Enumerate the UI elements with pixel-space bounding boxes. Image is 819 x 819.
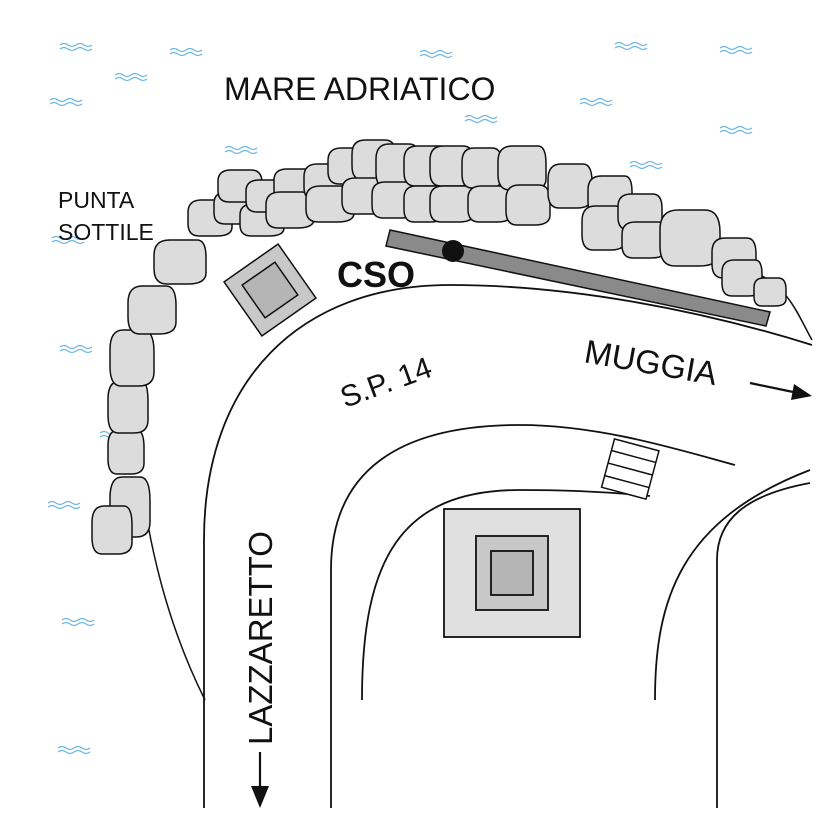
wave-icon xyxy=(114,72,148,78)
wave-icon xyxy=(169,51,203,57)
wave-icon xyxy=(614,45,648,51)
sea-label: MARE ADRIATICO xyxy=(224,71,495,107)
wave-icon xyxy=(47,500,81,506)
rock-block xyxy=(91,505,133,555)
building-square xyxy=(443,508,581,638)
pedestrian-crossing xyxy=(600,438,660,501)
wave-icon xyxy=(224,145,258,151)
building-punta xyxy=(222,242,318,338)
rock-block xyxy=(547,163,593,209)
point-label-line1: PUNTA xyxy=(58,187,135,213)
wave-icon xyxy=(114,76,148,82)
wave-icon xyxy=(719,125,753,131)
road-label: S.P. 14 xyxy=(336,351,436,414)
wave-icon xyxy=(629,164,663,170)
wave-icon xyxy=(719,49,753,55)
wave-icon xyxy=(464,114,498,120)
station-marker-icon xyxy=(442,240,464,262)
rock-block xyxy=(107,429,145,475)
wave-icon xyxy=(57,749,91,755)
wave-icon xyxy=(61,617,95,623)
wave-icon xyxy=(169,47,203,53)
outfall-pier xyxy=(385,229,771,327)
point-label-line2: SOTTILE xyxy=(58,219,154,245)
rock-block xyxy=(461,147,503,189)
direction-label-east: MUGGIA xyxy=(582,332,720,392)
rock-block xyxy=(505,184,551,226)
arrow-south-icon xyxy=(251,752,269,808)
station-label: CSO xyxy=(337,254,415,295)
rock-block xyxy=(109,329,155,387)
rock-block xyxy=(497,145,547,191)
direction-label-south: LAZZARETTO xyxy=(242,531,279,745)
wave-icon xyxy=(49,101,83,107)
wave-icon xyxy=(47,504,81,510)
rock-block xyxy=(753,277,787,307)
wave-icon xyxy=(464,118,498,124)
wave-icon xyxy=(51,235,85,241)
wave-icon xyxy=(61,621,95,627)
wave-icon xyxy=(59,46,93,52)
wave-icon xyxy=(579,97,613,103)
wave-icon xyxy=(49,97,83,103)
wave-icon xyxy=(59,42,93,48)
wave-icon xyxy=(719,129,753,135)
wave-icon xyxy=(629,160,663,166)
wave-icon xyxy=(614,41,648,47)
wave-icon xyxy=(59,348,93,354)
wave-icon xyxy=(419,49,453,55)
wave-icon xyxy=(419,53,453,59)
wave-icon xyxy=(719,45,753,51)
wave-icon xyxy=(57,745,91,751)
wave-icon xyxy=(59,344,93,350)
arrow-east-icon xyxy=(749,381,812,400)
road-sp14 xyxy=(203,284,813,808)
rock-block xyxy=(107,380,149,434)
rock-block xyxy=(153,239,207,285)
rock-block xyxy=(659,209,721,267)
wave-icon xyxy=(224,149,258,155)
wave-icon xyxy=(579,101,613,107)
rock-block xyxy=(127,285,177,335)
rock-breakwater xyxy=(91,139,787,555)
wave-icon xyxy=(51,239,85,245)
inner-road xyxy=(361,469,811,808)
